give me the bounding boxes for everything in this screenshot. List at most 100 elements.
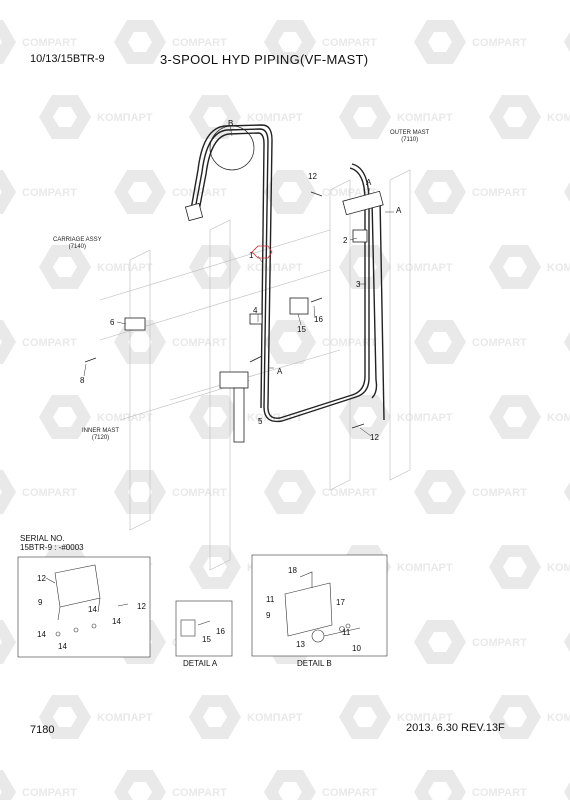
svg-text:KOMПAPT: KOMПAPT [397, 262, 453, 274]
detail-b-callout-9[interactable]: 9 [266, 611, 271, 620]
view-a-label-1: A [366, 178, 372, 187]
watermark-logo: COMPART [564, 331, 570, 353]
svg-text:COMPART: COMPART [172, 37, 227, 49]
svg-text:COMPART: COMPART [472, 787, 527, 799]
callout-8[interactable]: 8 [80, 376, 85, 385]
svg-text:KOMПAPT: KOMПAPT [547, 112, 570, 124]
watermark-logo: COMPART [264, 20, 377, 64]
watermark-logo: KOMПAPT [489, 395, 570, 439]
callout-4[interactable]: 4 [253, 306, 258, 315]
watermark-logo: COMPART [564, 631, 570, 653]
svg-text:COMPART: COMPART [322, 487, 377, 499]
detail-callout-14-d[interactable]: 14 [58, 642, 67, 651]
callout-2[interactable]: 2 [343, 236, 348, 245]
svg-text:KOMПAPT: KOMПAPT [97, 412, 153, 424]
watermark-logo: KOMПAPT [189, 95, 303, 139]
svg-text:COMPART: COMPART [22, 787, 77, 799]
svg-text:COMPART: COMPART [22, 37, 77, 49]
svg-text:COMPART: COMPART [472, 487, 527, 499]
watermark-logo: KOMПAPT [39, 245, 153, 289]
callout-1[interactable]: 1 [249, 251, 254, 260]
watermark-logo: COMPART [564, 781, 570, 800]
watermark-logo: COMPART [564, 181, 570, 203]
leader-lines [83, 125, 394, 437]
watermark-logo: COMPART [414, 20, 527, 64]
model-number: 10/13/15BTR-9 [30, 53, 105, 65]
svg-text:KOMПAPT: KOMПAPT [397, 712, 453, 724]
page-number: 7180 [30, 724, 55, 736]
watermark-logo: COMPART [0, 320, 77, 364]
detail-callout-12-a[interactable]: 12 [37, 574, 46, 583]
watermark-logo: KOMПAPT [39, 695, 153, 739]
detail-callout-14-a[interactable]: 14 [88, 605, 97, 614]
detail-callout-14-c[interactable]: 14 [37, 630, 46, 639]
callout-3[interactable]: 3 [356, 280, 361, 289]
watermark-logo: COMPART [114, 20, 227, 64]
svg-text:COMPART: COMPART [172, 337, 227, 349]
watermark-logo: COMPART [414, 770, 527, 800]
hexagon-marker [251, 245, 273, 259]
detail-b-callout-10[interactable]: 10 [352, 644, 361, 653]
svg-text:COMPART: COMPART [172, 487, 227, 499]
svg-text:KOMПAPT: KOMПAPT [547, 262, 570, 274]
callout-5[interactable]: 5 [258, 417, 263, 426]
serial-note: SERIAL NO. 15BTR-9 : -#0003 [20, 534, 84, 552]
carriage-assy-label: CARRIAGE ASSY (7140) [53, 237, 102, 250]
detail-b-callout-17[interactable]: 17 [336, 598, 345, 607]
detail-a-callout-16[interactable]: 16 [216, 627, 225, 636]
detail-a-callout-15[interactable]: 15 [202, 635, 211, 644]
view-a-label-2: A [396, 206, 402, 215]
watermark-logo: KOMПAPT [39, 395, 153, 439]
watermark-logo: KOMПAPT [189, 245, 303, 289]
watermark-logo: KOMПAPT [489, 95, 570, 139]
callout-16[interactable]: 16 [314, 315, 323, 324]
svg-text:COMPART: COMPART [472, 187, 527, 199]
watermark-logo: KOMПAPT [489, 245, 570, 289]
svg-text:KOMПAPT: KOMПAPT [247, 112, 303, 124]
callout-6[interactable]: 6 [110, 318, 115, 327]
watermark-logo: COMPART [0, 470, 77, 514]
watermark-logo: COMPART [114, 470, 227, 514]
detail-b-callout-18[interactable]: 18 [288, 566, 297, 575]
view-a-label-3: A [277, 367, 283, 376]
svg-text:KOMПAPT: KOMПAPT [97, 712, 153, 724]
svg-text:KOMПAPT: KOMПAPT [97, 262, 153, 274]
svg-text:COMPART: COMPART [322, 787, 377, 799]
view-b-label: B [228, 119, 234, 128]
watermark-logo: COMPART [114, 170, 227, 214]
detail-b-label: DETAIL B [297, 659, 332, 668]
detail-b-callout-11-a[interactable]: 11 [266, 595, 275, 604]
svg-text:KOMПAPT: KOMПAPT [397, 412, 453, 424]
svg-text:COMPART: COMPART [472, 37, 527, 49]
detail-b-callout-11-b[interactable]: 11 [342, 628, 351, 637]
detail-a-box [175, 600, 233, 657]
svg-text:COMPART: COMPART [172, 787, 227, 799]
watermark-logo: COMPART [264, 770, 377, 800]
svg-text:COMPART: COMPART [322, 337, 377, 349]
detail-callout-9[interactable]: 9 [38, 598, 43, 607]
watermark-logo: COMPART [0, 20, 77, 64]
detail-callout-12-b[interactable]: 12 [137, 602, 146, 611]
bolts-main [84, 191, 365, 429]
detail-b-box [251, 554, 388, 657]
svg-text:KOMПAPT: KOMПAPT [247, 712, 303, 724]
detail-b-callout-13[interactable]: 13 [296, 640, 305, 649]
pipe-set [189, 124, 385, 423]
mast-ghost-lines [99, 169, 411, 571]
watermark-logo: KOMПAPT [39, 95, 153, 139]
watermark-logo: COMPART [0, 770, 77, 800]
svg-text:KOMПAPT: KOMПAPT [547, 412, 570, 424]
fittings [124, 190, 384, 443]
callout-12-top[interactable]: 12 [308, 172, 317, 181]
watermark-logo: KOMПAPT [339, 695, 453, 739]
watermark-logo: KOMПAPT [339, 95, 453, 139]
svg-text:COMPART: COMPART [472, 637, 527, 649]
watermark-logo: KOMПAPT [189, 695, 303, 739]
callout-15[interactable]: 15 [297, 325, 306, 334]
callout-12-bottom[interactable]: 12 [370, 433, 379, 442]
svg-text:KOMПAPT: KOMПAPT [247, 262, 303, 274]
detail-callout-14-b[interactable]: 14 [112, 617, 121, 626]
watermark-logo: COMPART [414, 320, 527, 364]
svg-text:COMPART: COMPART [22, 337, 77, 349]
svg-text:KOMПAPT: KOMПAPT [547, 712, 570, 724]
